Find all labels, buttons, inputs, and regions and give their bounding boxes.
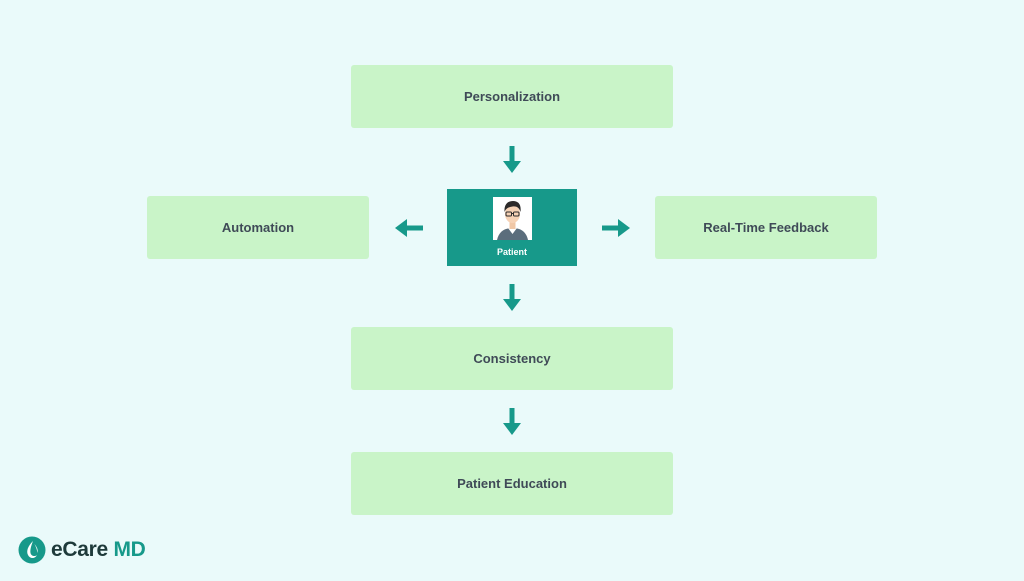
arrow-down-icon (503, 284, 521, 311)
brand-name-part2: MD (113, 538, 146, 561)
arrow-down-icon (503, 408, 521, 435)
arrow-left-icon (395, 219, 423, 237)
brand-name-part1: eCare (51, 538, 108, 561)
patient-node: Patient (447, 189, 577, 266)
patient-avatar-icon (493, 197, 532, 240)
ecaremd-logo: eCare MD (18, 534, 146, 566)
personalization-label: Personalization (463, 89, 561, 104)
consistency-label: Consistency (473, 351, 551, 366)
personalization-node: Personalization (351, 65, 673, 128)
brand-name: eCare MD (51, 538, 146, 562)
arrow-down-icon (503, 146, 521, 173)
patient-education-label: Patient Education (457, 476, 567, 491)
automation-label: Automation (221, 220, 295, 235)
real-time-feedback-label: Real-Time Feedback (703, 220, 829, 235)
consistency-node: Consistency (351, 327, 673, 390)
patient-education-node: Patient Education (351, 452, 673, 515)
ecaremd-logo-icon (18, 536, 46, 564)
automation-node: Automation (147, 196, 369, 259)
patient-label: Patient (496, 247, 527, 257)
arrow-right-icon (602, 219, 630, 237)
real-time-feedback-node: Real-Time Feedback (655, 196, 877, 259)
